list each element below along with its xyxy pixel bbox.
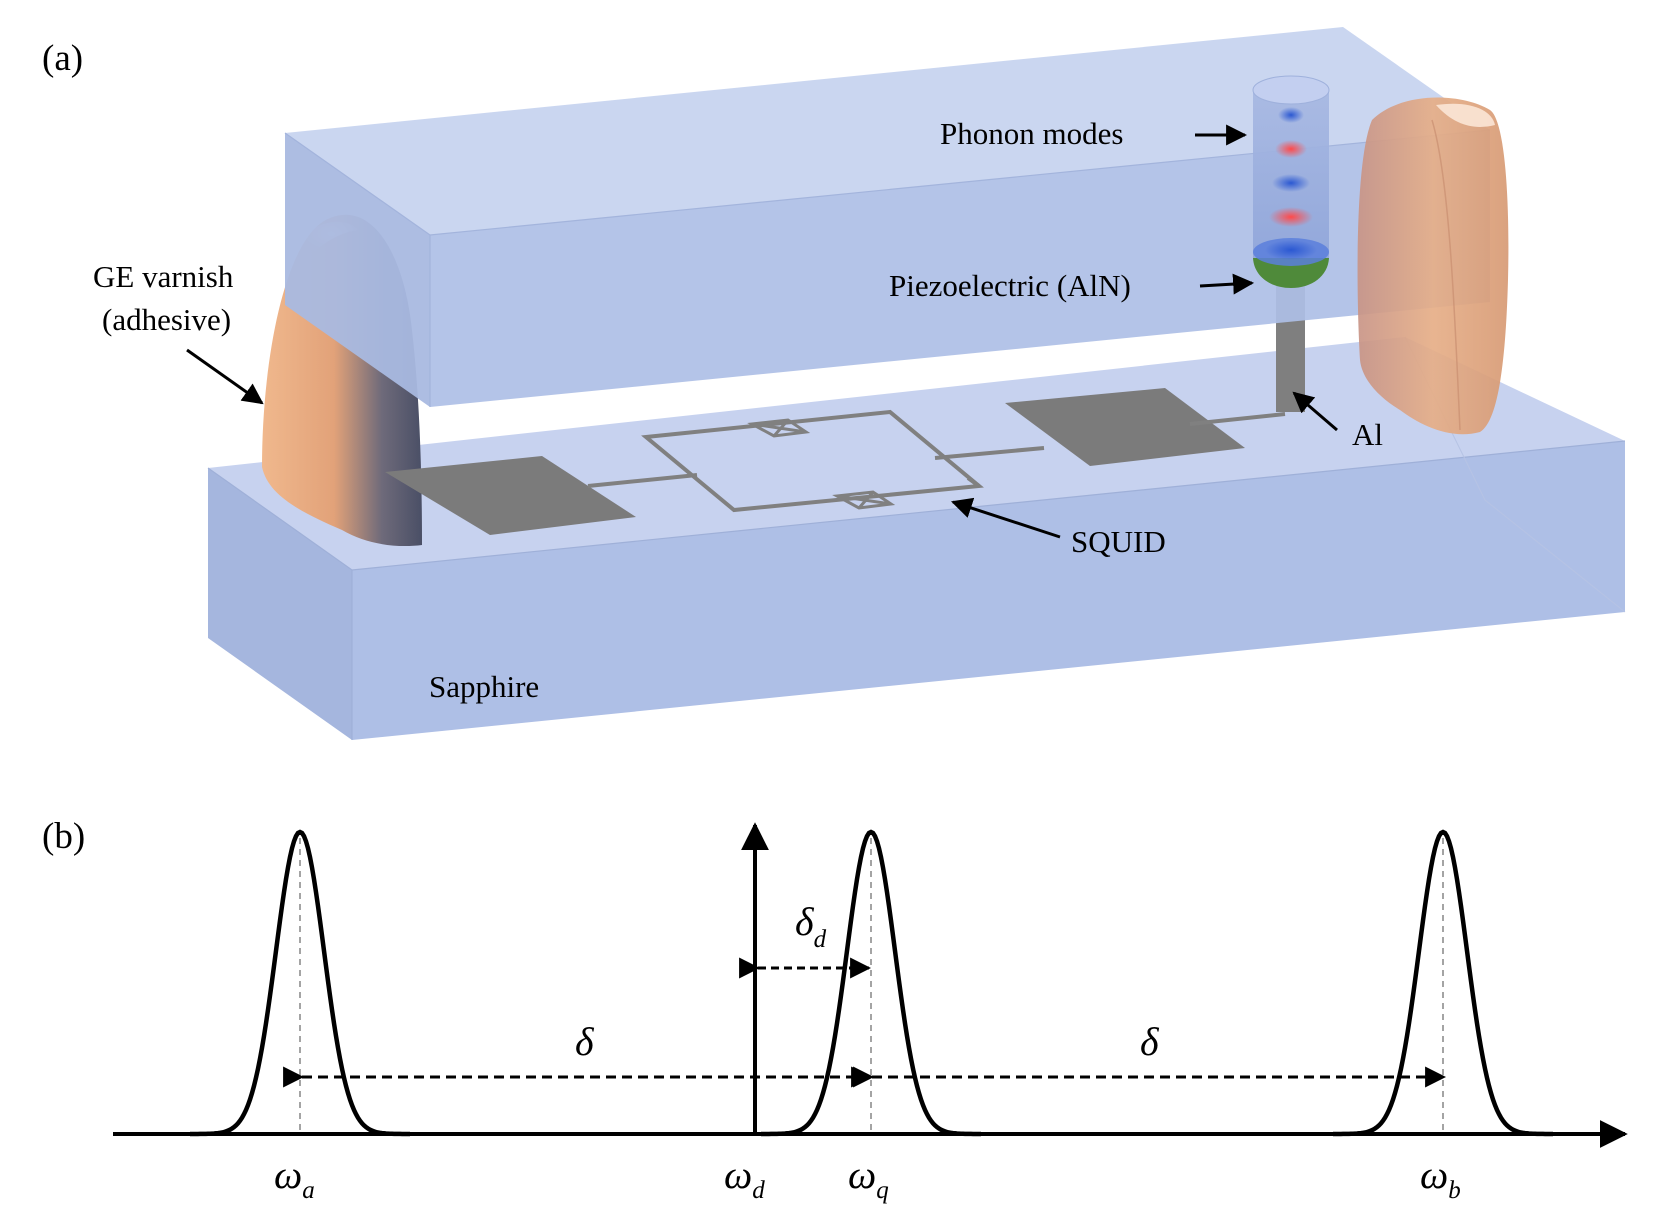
label-sapphire: Sapphire — [429, 669, 539, 704]
peak-b — [1333, 829, 1553, 1137]
left-pad — [385, 456, 636, 535]
detuning-label-left: δ — [575, 1019, 595, 1064]
drive-detuning-label: δd — [795, 899, 827, 953]
omega-q-symbol: ω — [848, 1152, 876, 1197]
phonon-mode-blob-4 — [1269, 207, 1313, 227]
omega-b-symbol: ω — [1420, 1152, 1448, 1197]
arrow-ge-varnish — [186, 348, 264, 405]
top-chip — [284, 27, 1491, 407]
panel-a-label: (a) — [42, 38, 83, 79]
piezoelectric-layer — [1253, 258, 1329, 288]
phonon-mode-blob-3 — [1272, 174, 1310, 192]
label-squid: SQUID — [1071, 524, 1166, 559]
omega-q-label: ωq — [848, 1152, 889, 1204]
omega-b-label: ωb — [1420, 1152, 1461, 1204]
ge-varnish-right — [1357, 97, 1509, 435]
label-al: Al — [1352, 417, 1383, 452]
panel-b-label: (b) — [42, 816, 85, 857]
frequency-spectrum — [190, 829, 1553, 1137]
omega-d-sub: d — [752, 1177, 765, 1204]
phonon-mode-blob-2 — [1275, 140, 1307, 158]
peak-a — [190, 829, 410, 1137]
omega-a-label: ωa — [274, 1152, 315, 1204]
drive-detuning-symbol: δ — [795, 899, 815, 944]
label-adhesive: (adhesive) — [102, 302, 231, 337]
omega-a-sub: a — [302, 1177, 315, 1204]
squid-circuit — [587, 409, 1286, 513]
omega-b-sub: b — [1448, 1177, 1461, 1204]
arrow-piezoelectric — [1199, 273, 1255, 295]
phonon-mode-blob-5 — [1265, 240, 1317, 260]
omega-d-symbol: ω — [724, 1152, 752, 1197]
phonon-pillar — [1252, 75, 1330, 288]
omega-d-label: ωd — [724, 1152, 765, 1204]
omega-a-symbol: ω — [274, 1152, 302, 1197]
electrode-pads — [385, 388, 1245, 535]
label-piezoelectric: Piezoelectric (AlN) — [889, 268, 1131, 303]
peak-q — [761, 829, 981, 1137]
drive-detuning-sub: d — [814, 926, 827, 953]
right-pad — [1005, 388, 1245, 466]
omega-q-sub: q — [876, 1177, 889, 1204]
josephson-junctions — [747, 418, 896, 510]
label-ge-varnish: GE varnish — [93, 259, 234, 294]
arrow-squid — [951, 497, 1061, 539]
detuning-label-right: δ — [1140, 1019, 1160, 1064]
phonon-mode-blob-1 — [1278, 107, 1304, 123]
label-phonon-modes: Phonon modes — [940, 116, 1123, 151]
arrow-al — [1292, 391, 1338, 432]
